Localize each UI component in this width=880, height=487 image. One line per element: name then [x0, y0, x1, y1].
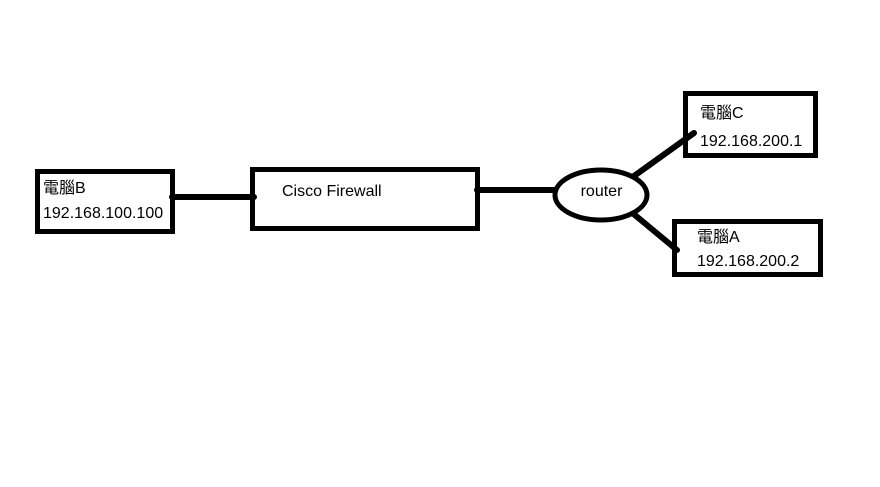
edge-router-computera [627, 208, 680, 253]
node-computer-a: 電腦A 192.168.200.2 [672, 219, 823, 277]
computer-b-ip: 192.168.100.100 [43, 205, 164, 222]
firewall-label: Cisco Firewall [282, 183, 382, 200]
computer-c-ip: 192.168.200.1 [700, 133, 803, 150]
router-node-ellipse [552, 167, 650, 223]
computer-b-label: 電腦B [43, 180, 86, 197]
router-label: router [580, 183, 623, 200]
computer-a-ip: 192.168.200.2 [697, 253, 800, 270]
computer-c-label: 電腦C [700, 105, 744, 122]
node-computer-b: 電腦B 192.168.100.100 [35, 169, 175, 234]
node-firewall: Cisco Firewall [250, 167, 480, 231]
computer-a-label: 電腦A [697, 229, 740, 246]
node-computer-c: 電腦C 192.168.200.1 [683, 91, 818, 158]
